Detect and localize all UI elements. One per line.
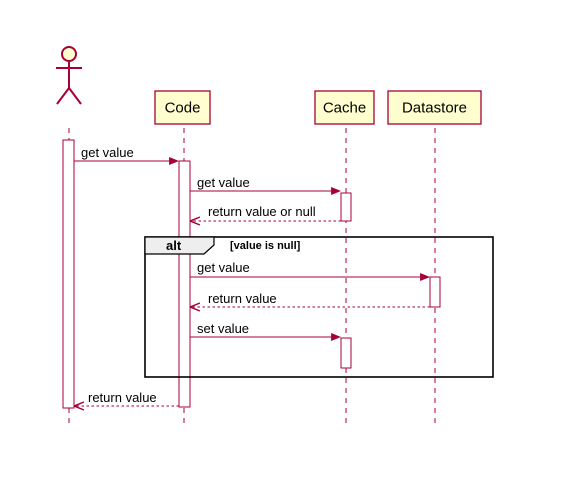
participant-cache-label: Cache bbox=[323, 100, 366, 117]
activation-code bbox=[178, 160, 191, 408]
alt-fragment: alt [value is null] bbox=[144, 236, 494, 378]
participant-datastore: Datastore bbox=[387, 90, 482, 125]
alt-guard: [value is null] bbox=[230, 240, 301, 252]
participant-code-label: Code bbox=[165, 100, 201, 117]
activation-cache-1 bbox=[340, 192, 352, 222]
message-label-3: return value or null bbox=[208, 204, 316, 219]
message-label-1: get value bbox=[81, 145, 134, 160]
alt-frame bbox=[144, 236, 494, 378]
message-label-7: return value bbox=[88, 390, 157, 405]
participant-datastore-label: Datastore bbox=[402, 100, 467, 117]
alt-keyword: alt bbox=[166, 238, 182, 253]
messages: get value get value return value or null… bbox=[74, 145, 430, 406]
message-label-4: get value bbox=[197, 260, 250, 275]
participant-code: Code bbox=[154, 90, 211, 125]
actor-user-icon bbox=[56, 46, 82, 105]
alt-tab bbox=[144, 236, 215, 255]
activations bbox=[62, 139, 441, 409]
message-label-2: get value bbox=[197, 175, 250, 190]
activation-cache-2 bbox=[340, 337, 352, 369]
participant-cache: Cache bbox=[314, 90, 375, 125]
activation-user bbox=[62, 139, 75, 409]
activation-datastore bbox=[429, 276, 441, 308]
message-label-6: set value bbox=[197, 321, 249, 336]
lifelines bbox=[68, 128, 436, 428]
message-label-5: return value bbox=[208, 291, 277, 306]
